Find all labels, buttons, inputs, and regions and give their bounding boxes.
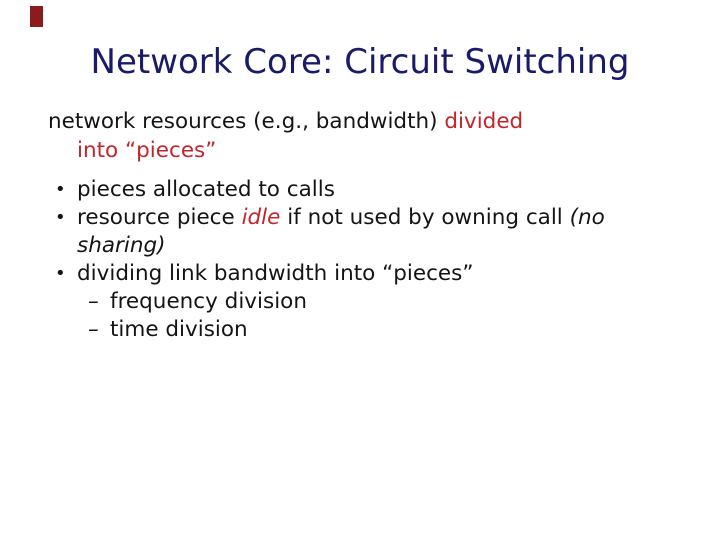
- intro-line-2: into “pieces”: [77, 137, 216, 165]
- bullet-item-2-line-2: sharing): [77, 232, 165, 260]
- intro-line1-red-text: divided: [444, 109, 524, 134]
- bullet-marker-1: •: [55, 179, 66, 200]
- bullet2-idle-red-italic: idle: [241, 205, 281, 230]
- sub-bullet-item-1: frequency division: [110, 289, 307, 314]
- bullet2-italic-wrap: sharing): [77, 233, 166, 258]
- bullet-item-1: pieces allocated to calls: [77, 177, 335, 202]
- intro-line-1: network resources (e.g., bandwidth) divi…: [48, 108, 523, 136]
- sub-bullet-marker-2: –: [88, 317, 99, 342]
- intro-line2-red-text: into “pieces”: [77, 138, 217, 163]
- corner-accent-bar: [30, 6, 43, 27]
- bullet-marker-3: •: [55, 263, 66, 284]
- bullet-marker-2: •: [55, 207, 66, 228]
- sub-bullet-item-2: time division: [110, 317, 248, 342]
- bullet2-italic-open: (no: [569, 205, 605, 230]
- bullet2-part1: resource piece: [77, 205, 242, 230]
- intro-line1-black-text: network resources (e.g., bandwidth): [48, 109, 445, 134]
- bullet-item-2-line-1: resource piece idle if not used by ownin…: [77, 204, 605, 232]
- bullet-item-3: dividing link bandwidth into “pieces”: [77, 261, 474, 286]
- sub-bullet-marker-1: –: [88, 289, 99, 314]
- bullet2-part2: if not used by owning call: [280, 205, 570, 230]
- slide-title: Network Core: Circuit Switching: [90, 42, 630, 82]
